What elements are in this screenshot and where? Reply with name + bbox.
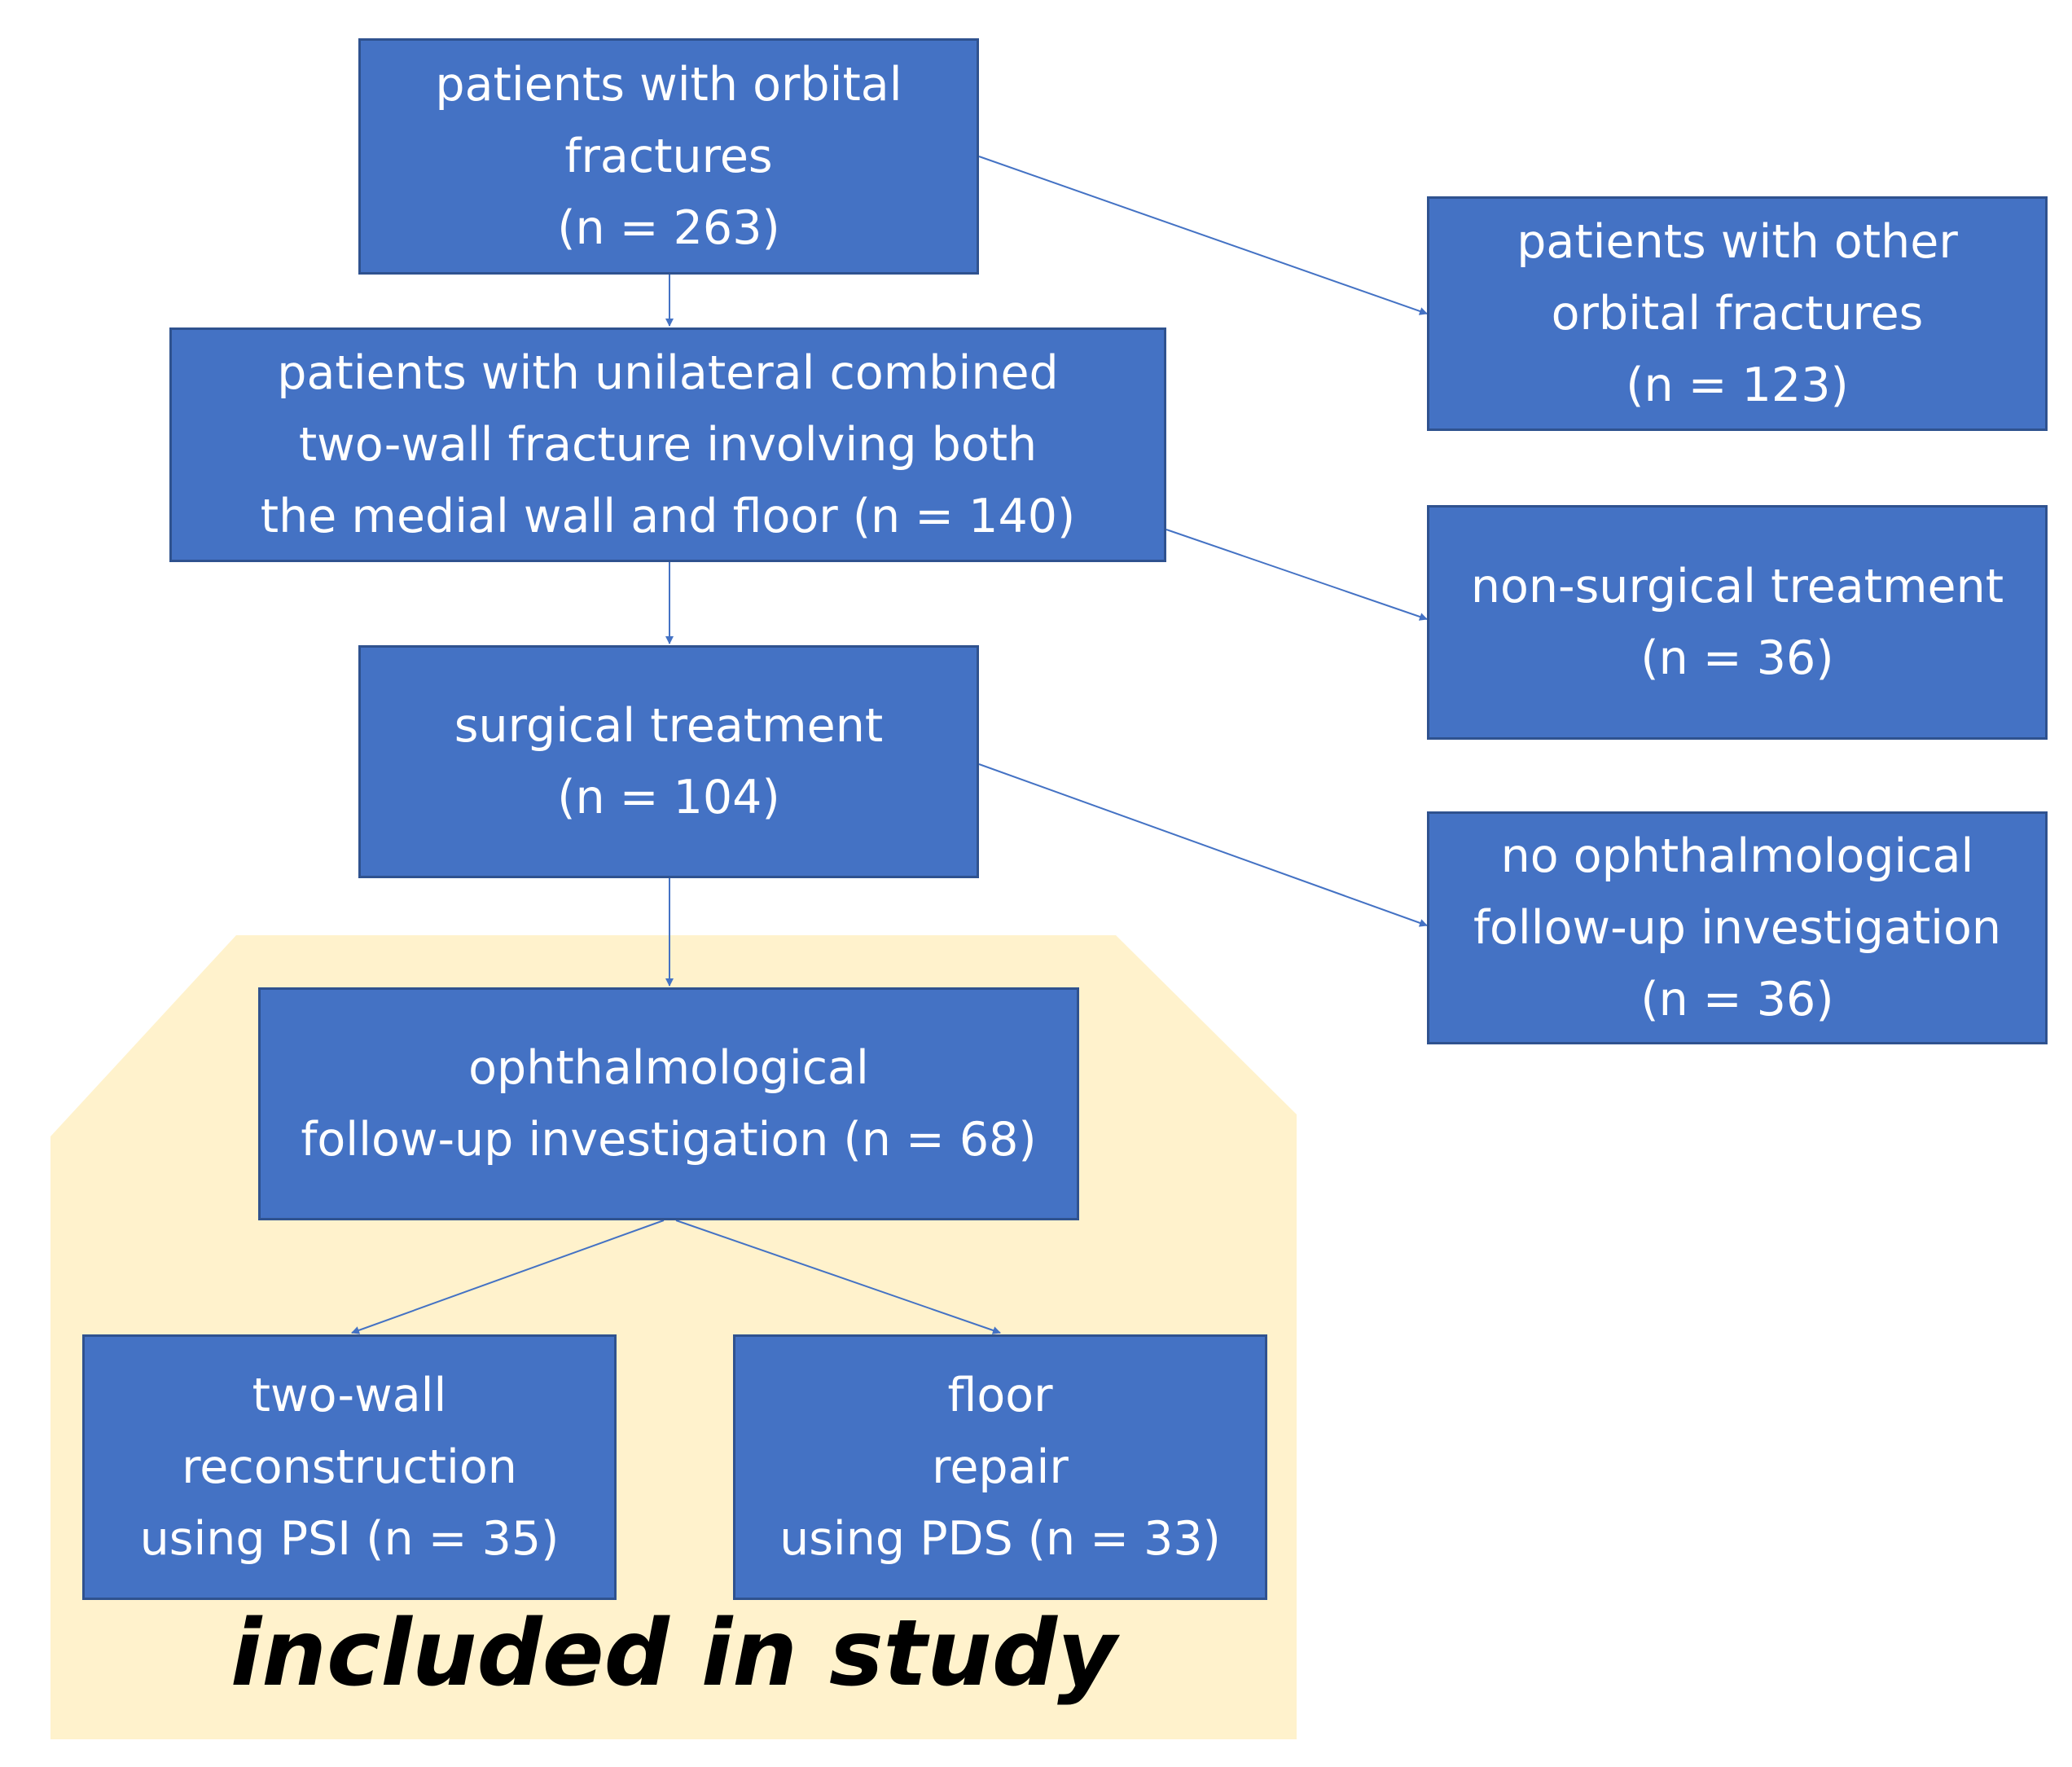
box-text-line: ophthalmological [468, 1041, 869, 1095]
arrow-followup-to-pds [675, 1220, 1001, 1334]
box-text-line: surgical treatment [454, 699, 884, 753]
box-text-line: (n = 263) [557, 201, 780, 255]
box-other-fractures: patients with other orbital fractures (n =… [1427, 196, 2048, 431]
box-text-line: repair [932, 1440, 1069, 1494]
box-text-line: follow-up investigation [1473, 901, 2002, 955]
box-text-line: the medial wall and floor (n = 140) [260, 490, 1076, 543]
box-text: two-wall reconstruction using PSI (n = 35) [132, 1360, 568, 1575]
box-text-line: fractures [564, 130, 773, 183]
arrow-all-to-other [978, 156, 1428, 315]
arrow-followup-to-psi [351, 1220, 665, 1334]
box-text-line: two-wall fracture involving both [298, 418, 1038, 472]
box-text-line: non-surgical treatment [1470, 560, 2004, 613]
box-text-line: floor [947, 1369, 1053, 1422]
box-two-wall-psi: two-wall reconstruction using PSI (n = 35) [82, 1334, 617, 1600]
box-surgical-treatment: surgical treatment (n = 104) [358, 645, 979, 878]
box-text: ophthalmological follow-up investigation … [292, 1032, 1044, 1176]
included-in-study-label: included in study [230, 1601, 1117, 1707]
box-text-line: no ophthalmological [1500, 829, 1974, 883]
box-floor-pds: floor repair using PDS (n = 33) [733, 1334, 1267, 1600]
box-text: floor repair using PDS (n = 33) [771, 1360, 1229, 1575]
box-text-line: reconstruction [182, 1440, 517, 1494]
box-all-patients: patients with orbital fractures (n = 263) [358, 38, 979, 275]
box-text-line: using PSI (n = 35) [139, 1512, 560, 1566]
box-text-line: patients with orbital [435, 58, 902, 112]
box-text-line: using PDS (n = 33) [779, 1512, 1221, 1566]
box-text-line: (n = 36) [1640, 973, 1834, 1026]
box-text-line: (n = 123) [1626, 358, 1849, 412]
box-text: surgical treatment (n = 104) [446, 690, 891, 833]
box-text: non-surgical treatment (n = 36) [1463, 551, 2012, 694]
arrow-unilateral-to-nonsurgical [1166, 529, 1428, 621]
box-no-followup: no ophthalmological follow-up investigati… [1427, 811, 2048, 1044]
box-text: patients with unilateral combined two-wal… [252, 337, 1083, 552]
box-text-line: patients with other [1517, 215, 1958, 269]
box-text-line: (n = 104) [557, 771, 780, 824]
box-text-line: (n = 36) [1640, 631, 1834, 685]
box-text-line: patients with unilateral combined [277, 346, 1059, 400]
box-text-line: two-wall [252, 1369, 447, 1422]
box-unilateral-two-wall: patients with unilateral combined two-wal… [169, 327, 1166, 562]
box-text-line: orbital fractures [1551, 287, 1924, 341]
box-text: patients with other orbital fractures (n =… [1508, 206, 1966, 421]
box-text: no ophthalmological follow-up investigati… [1465, 820, 2009, 1035]
box-text-line: follow-up investigation (n = 68) [301, 1113, 1037, 1167]
box-text: patients with orbital fractures (n = 263) [427, 49, 910, 264]
box-ophthalmological-followup: ophthalmological follow-up investigation … [258, 987, 1079, 1220]
arrow-surgical-to-nofollowup [978, 763, 1428, 927]
box-non-surgical: non-surgical treatment (n = 36) [1427, 505, 2048, 740]
